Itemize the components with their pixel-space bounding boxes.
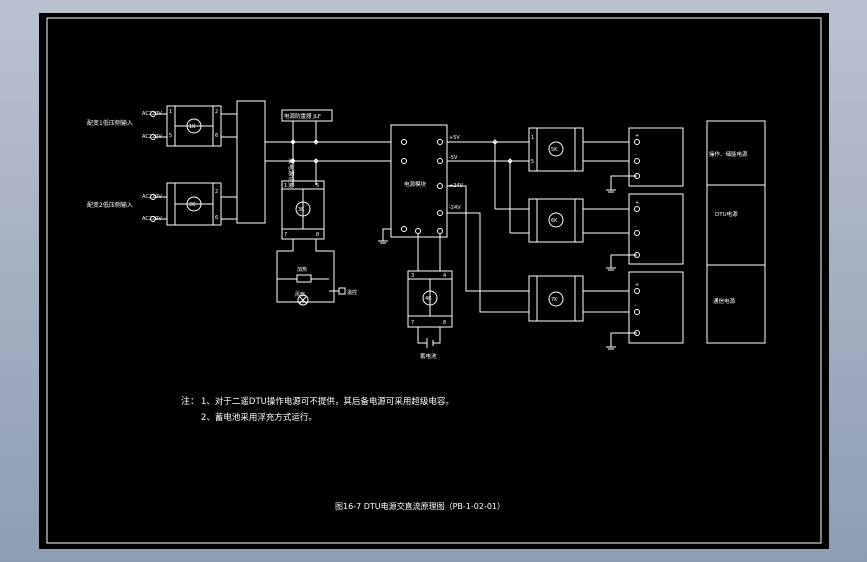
pin-label: 4: [443, 273, 446, 279]
pin-label: 7: [284, 232, 287, 238]
input-2-group: AC220V 配变2低压侧输入 AC220V 2K 2 6: [87, 182, 237, 226]
relay-1k: [166, 105, 222, 147]
relay-label: 4K: [425, 296, 432, 302]
drawing-sheet: AC220V 配变1低压侧输入 AC220V 1K 1 5 2 6 AC220V…: [39, 13, 829, 549]
load-operation-storage: 操作、储能电源: [709, 150, 748, 158]
input-2-voltage-a: AC220V: [142, 194, 162, 200]
output-terminal-1: [628, 127, 684, 187]
output-terminal-2: [628, 193, 684, 265]
pin-label: 7: [411, 320, 414, 326]
note-2: 2、蓄电池采用浮充方式运行。: [201, 412, 317, 423]
voltage-minus5: -5V: [449, 155, 458, 161]
polarity-label: +: [635, 282, 639, 288]
relay-label: 2K: [189, 202, 196, 208]
pin-label: 5: [169, 133, 172, 139]
polarity-label: -: [635, 152, 637, 158]
thermostat-label: 温控: [347, 289, 357, 296]
relay-label: 6K: [551, 218, 558, 224]
battery-label: 蓄电池: [420, 352, 437, 360]
power-module-label: 电源模块: [404, 180, 427, 188]
thermostat-icon: [338, 287, 346, 295]
output-terminal-3: [628, 271, 684, 344]
notes-prefix: 注：: [181, 395, 199, 407]
pin-label: 1: [169, 109, 172, 115]
schematic-diagram: AC220V 配变1低压侧输入 AC220V 1K 1 5 2 6 AC220V…: [46, 17, 822, 544]
dual-power-switch-block: [236, 100, 266, 224]
load-comm: 通信电源: [713, 297, 736, 305]
input-1-label: 配变1低压侧输入: [87, 119, 133, 127]
relay-label: 5K: [551, 147, 558, 153]
pin-label: 5: [531, 159, 534, 165]
input-1-voltage-b: AC220V: [142, 134, 162, 140]
pin-label: 2: [215, 189, 218, 195]
terminal-icon: [150, 194, 156, 200]
fan-icon: [297, 294, 309, 306]
relay-label: 3K: [298, 207, 305, 213]
load-dtu: DTU电源: [715, 210, 738, 218]
pin-label: 1: [284, 183, 287, 189]
relay-2k: [166, 182, 222, 226]
load-panel: [706, 120, 766, 344]
drawing-border: [46, 17, 822, 544]
pin-label: 6: [215, 215, 218, 221]
relay-5k: [528, 127, 584, 172]
input-2-label: 配变2低压侧输入: [87, 201, 133, 209]
polarity-label: -: [635, 224, 637, 230]
figure-caption: 图16-7 DTU电源交直流原理图（PB-1-02-01）: [335, 501, 505, 511]
pin-label: 8: [316, 232, 319, 238]
relay-label: 7K: [551, 297, 558, 303]
fan-label: 风扇: [295, 291, 305, 298]
pin-label: 1: [531, 135, 534, 141]
relay-7k: [528, 275, 584, 322]
terminal-icon: [150, 216, 156, 222]
polarity-label: -: [635, 303, 637, 309]
voltage-minus24: -24V: [449, 205, 461, 211]
relay-4k: [407, 270, 453, 328]
note-1: 1、对于二遥DTU操作电源可不提供，其后备电源可采用超级电容。: [201, 396, 454, 407]
polarity-label: +: [635, 200, 639, 206]
pin-label: 6: [215, 133, 218, 139]
pin-label: 8: [443, 320, 446, 326]
relay-label: 1K: [189, 124, 196, 130]
surge-protector-label: 电源防雷器 JLF: [284, 112, 321, 120]
input-2-voltage-b: AC220V: [142, 216, 162, 222]
heater-element: [296, 274, 312, 283]
relay-6k: [528, 198, 584, 243]
surge-protector: [281, 109, 333, 122]
voltage-plus5: +5V: [449, 135, 460, 141]
input-1-group: AC220V 配变1低压侧输入 AC220V 1K 1 5 2 6: [87, 105, 237, 147]
relay-3k: [281, 180, 325, 240]
terminal-icon: [150, 111, 156, 117]
heater-label: 加热: [297, 266, 307, 273]
input-1-voltage-a: AC220V: [142, 111, 162, 117]
power-module: [390, 124, 448, 238]
pin-label: 3: [411, 273, 414, 279]
pin-label: 5: [316, 183, 319, 189]
terminal-icon: [150, 134, 156, 140]
dual-power-switch-label: 双电源切换: [287, 158, 295, 188]
pin-label: 2: [215, 109, 218, 115]
polarity-label: +: [635, 133, 639, 139]
